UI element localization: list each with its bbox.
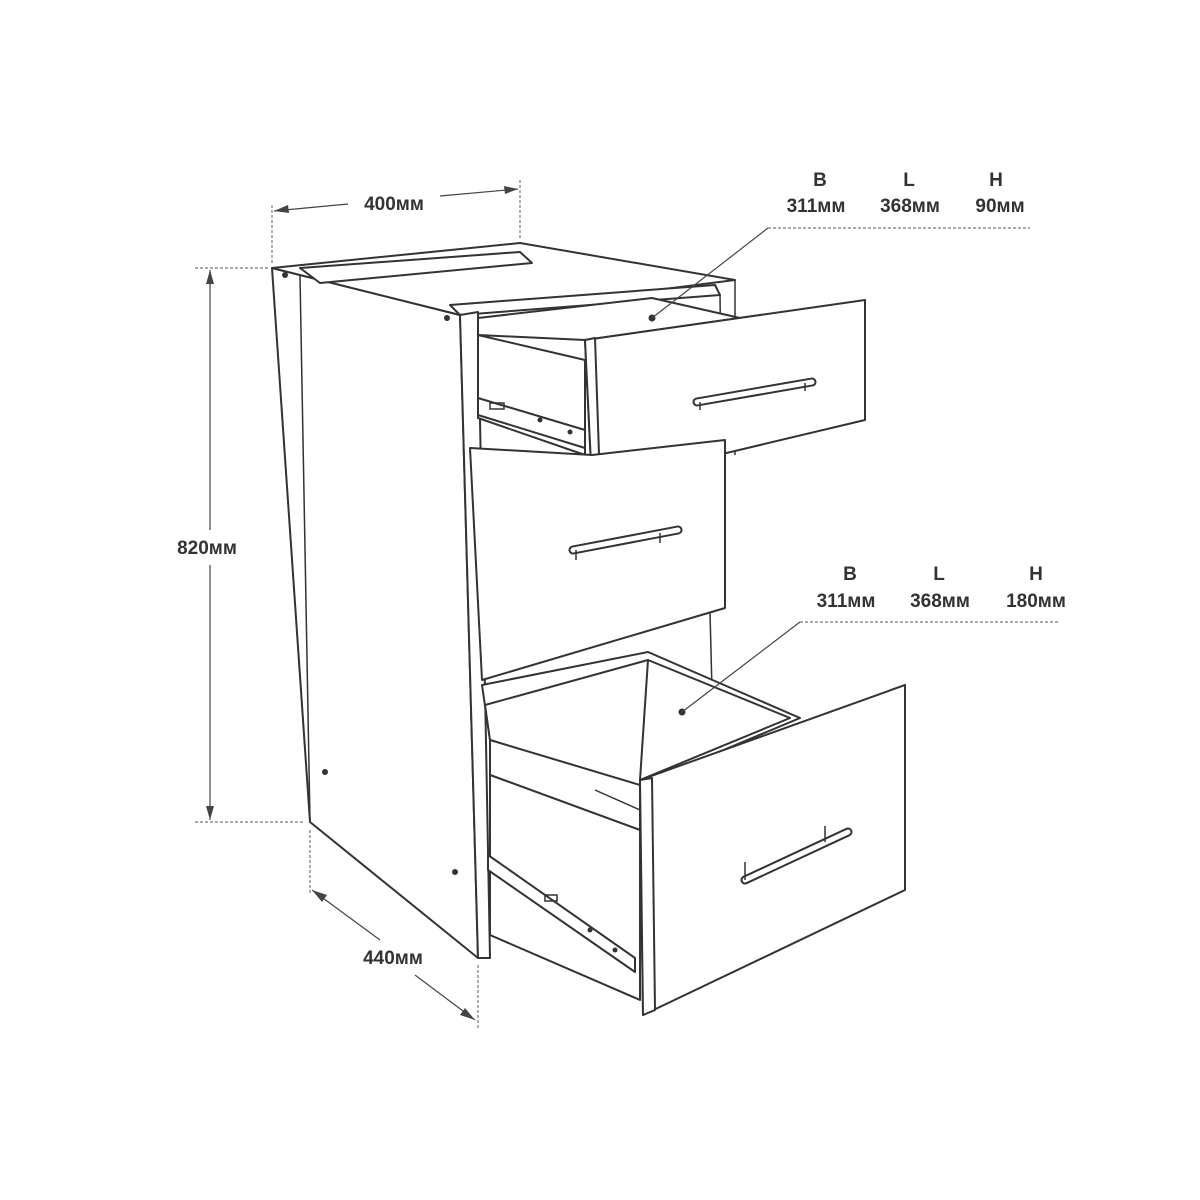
dimension-width xyxy=(271,180,521,265)
bottom-drawer-spec: B L H 311мм 368мм 180мм xyxy=(817,564,1066,612)
spec-value-h: 90мм xyxy=(975,196,1024,217)
dimension-height xyxy=(195,267,305,823)
middle-drawer-front xyxy=(469,439,726,691)
spec-value-l: 368мм xyxy=(910,591,970,612)
dimension-depth xyxy=(309,830,479,1030)
spec-header-l: L xyxy=(903,170,915,191)
spec-value-b: 311мм xyxy=(787,196,846,217)
top-drawer-spec: B L H 311мм 368мм 90мм xyxy=(787,170,1025,217)
leader-top-drawer xyxy=(648,227,1030,322)
cabinet-front-post xyxy=(459,311,491,959)
depth-label: 440мм xyxy=(363,948,423,969)
spec-header-h: H xyxy=(1029,564,1043,585)
height-label: 820мм xyxy=(177,538,237,559)
spec-header-l: L xyxy=(933,564,945,585)
spec-header-b: B xyxy=(843,564,857,585)
spec-header-b: B xyxy=(813,170,827,191)
drawer-slide-bottom xyxy=(487,854,636,973)
spec-value-h: 180мм xyxy=(1006,591,1066,612)
width-label: 400мм xyxy=(364,194,424,215)
spec-header-h: H xyxy=(989,170,1003,191)
drawer-slide-top xyxy=(477,397,586,449)
cabinet-top-frame xyxy=(271,242,736,456)
leader-bottom-drawer xyxy=(678,621,1058,716)
spec-value-l: 368мм xyxy=(880,196,940,217)
bottom-drawer-front xyxy=(639,684,906,1016)
cabinet-side-panel xyxy=(271,267,479,959)
top-drawer-front xyxy=(584,299,866,486)
spec-value-b: 311мм xyxy=(817,591,876,612)
